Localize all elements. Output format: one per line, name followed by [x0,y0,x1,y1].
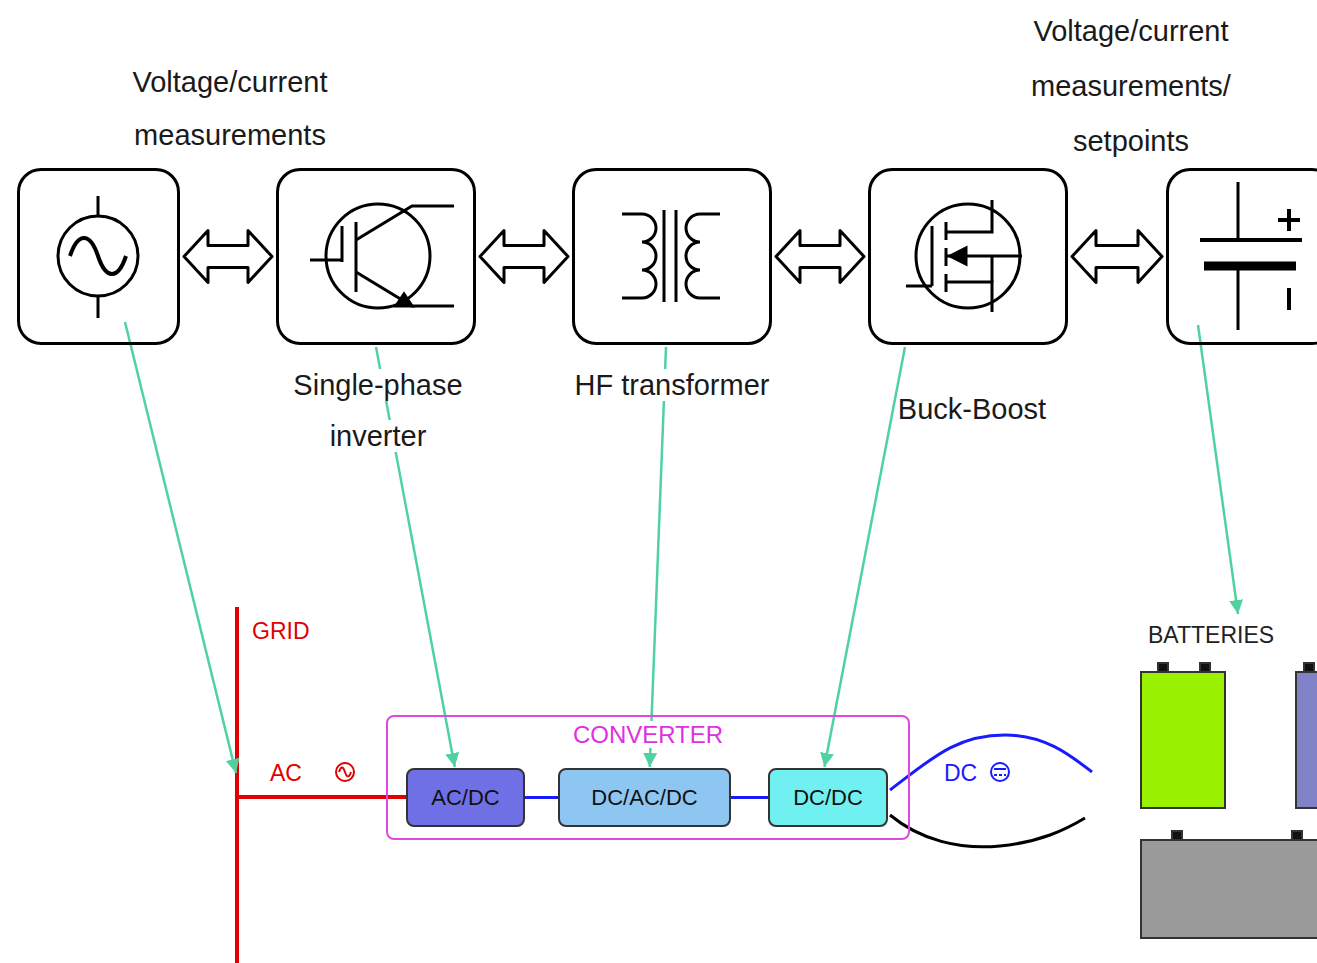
node-text: DC/AC/DC [591,785,697,811]
source-box: Voltage/current measurements [17,168,180,345]
node-text: Voltage/current measurements/ setpoints [1031,15,1231,157]
text-holder: Single-phase inverter [258,362,498,464]
dc-link-line [731,796,768,799]
battery-symbol [1200,182,1302,330]
grid-wiring [237,607,406,963]
text-holder: CONVERTER [388,721,908,749]
ac-source-symbol [58,196,138,318]
leader-arrow [376,347,455,767]
grid-label: GRID [252,618,310,645]
text-holder: Voltage/current measurements [80,58,380,164]
dc-link-line [525,796,558,799]
battery-packs [1141,663,1317,938]
node-text: DC/DC [793,785,863,811]
mosfet-symbol [906,200,1022,312]
text-holder: Buck-Boost [852,386,1092,437]
leader-arrow [824,347,905,767]
converter-stage: DC/DC [768,768,888,827]
converter-box: CONVERTER AC/DC DC/AC/DC DC/DC [386,715,910,840]
batteries-label: BATTERIES [1148,622,1274,649]
text-holder: Voltage/current measurements/ setpoints [981,6,1281,171]
igbt-symbol [310,204,454,308]
node-text: Single-phase inverter [293,369,462,452]
node-text: AC/DC [431,785,499,811]
buck-boost-box: Buck-Boost [868,168,1068,345]
double-arrow [1072,231,1162,283]
node-text: Buck-Boost [898,393,1046,425]
battery-box: Voltage/current measurements/ setpoints [1166,168,1317,345]
dc-cables [890,735,1092,847]
node-text: HF transformer [575,369,770,401]
node-text: Voltage/current measurements [132,66,327,151]
converter-stage: AC/DC [406,768,525,827]
converter-stage: DC/AC/DC [558,768,731,827]
ac-label: AC [270,760,302,787]
text-holder: HF transformer [572,362,772,413]
double-arrow [184,231,272,283]
inverter-box: Single-phase inverter [276,168,476,345]
dc-label: DC [944,760,977,787]
double-arrow [480,231,568,283]
leader-lines [125,322,1238,773]
transformer-symbol [622,210,720,302]
node-text: CONVERTER [573,721,723,748]
leader-arrow [650,347,666,767]
double-arrow [776,231,864,283]
transformer-box: HF transformer [572,168,772,345]
